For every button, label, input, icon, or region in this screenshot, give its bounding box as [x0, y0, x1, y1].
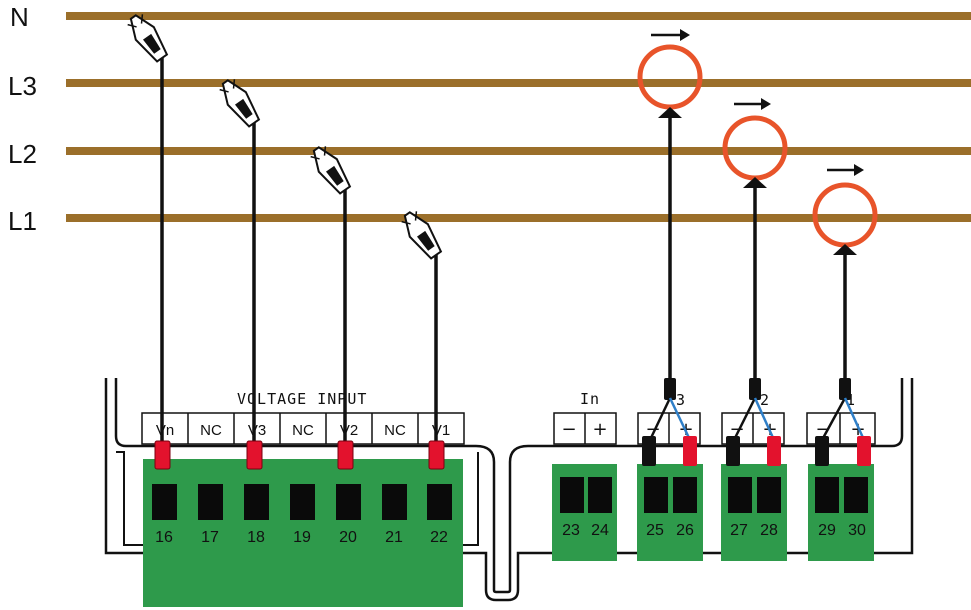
- alligator-clip-icon: [127, 14, 169, 63]
- terminal-number-28: 28: [760, 522, 778, 539]
- terminal-number-19: 19: [293, 529, 311, 546]
- rogowski-probe-3: [637, 29, 703, 466]
- voltage-plugs: [154, 440, 445, 470]
- in-header: In: [580, 390, 600, 408]
- phase-label-l3: L3: [8, 71, 37, 101]
- terminal-socket-19[interactable]: [290, 484, 315, 520]
- terminal-socket-26[interactable]: [673, 477, 697, 513]
- rogowski-coil-icon: [637, 44, 703, 110]
- voltage-cell-v3: V3: [248, 422, 266, 439]
- terminal-socket-22[interactable]: [427, 484, 452, 520]
- plug-v2: [337, 440, 354, 470]
- in-cells: − +: [553, 412, 617, 445]
- clip-n: [127, 14, 169, 63]
- terminal-number-24: 24: [591, 522, 609, 539]
- voltage-cell-nc-3: NC: [384, 422, 406, 439]
- voltage-probe-wires: [160, 58, 438, 445]
- voltage-terminal-sockets: [152, 484, 452, 520]
- terminal-socket-29[interactable]: [815, 477, 839, 513]
- arrow-right-icon: [827, 164, 864, 176]
- voltage-cell-nc-1: NC: [200, 422, 222, 439]
- phase-lines: [66, 12, 971, 222]
- terminal-number-17: 17: [201, 529, 219, 546]
- ch1-cell-minus: −: [815, 419, 830, 440]
- housing-outline: [104, 378, 914, 602]
- plug-ch2-plus: [767, 436, 781, 466]
- plug-ch3-minus: [642, 436, 656, 466]
- current-channel-1: − + 1 29 30: [806, 391, 876, 561]
- terminal-number-20: 20: [339, 529, 357, 546]
- terminal-socket-21[interactable]: [382, 484, 407, 520]
- terminal-socket-23[interactable]: [560, 477, 584, 513]
- plug-v1: [428, 440, 445, 470]
- voltage-input-header: VOLTAGE INPUT: [237, 390, 367, 408]
- terminal-number-27: 27: [730, 522, 748, 539]
- voltage-terminal-numbers: 16 17 18 19 20 21 22: [155, 529, 448, 546]
- phase-label-l2: L2: [8, 139, 37, 169]
- alligator-clip-icon: [219, 79, 261, 128]
- voltage-cell-v2: V2: [340, 422, 358, 439]
- alligator-clip-icon: [401, 211, 443, 260]
- plug-vn: [154, 440, 171, 470]
- terminal-socket-25[interactable]: [644, 477, 668, 513]
- in-cell-plus: +: [592, 419, 607, 440]
- voltage-cell-vn: Vn: [156, 422, 174, 439]
- ch2-label: 2: [760, 391, 770, 409]
- terminal-number-29: 29: [818, 522, 836, 539]
- terminal-number-26: 26: [676, 522, 694, 539]
- phase-line-n: [66, 12, 971, 20]
- phase-label-l1: L1: [8, 206, 37, 236]
- terminal-socket-16[interactable]: [152, 484, 177, 520]
- terminal-number-16: 16: [155, 529, 173, 546]
- plug-v3: [246, 440, 263, 470]
- terminal-number-22: 22: [430, 529, 448, 546]
- in-cell-minus: −: [561, 419, 576, 440]
- terminal-number-23: 23: [562, 522, 580, 539]
- terminal-socket-24[interactable]: [588, 477, 612, 513]
- voltage-cell-nc-2: NC: [292, 422, 314, 439]
- clip-l1: [401, 211, 443, 260]
- ch3-label: 3: [676, 391, 686, 409]
- plug-ch1-plus: [857, 436, 871, 466]
- rogowski-probe-2: [722, 98, 788, 466]
- plug-ch3-plus: [683, 436, 697, 466]
- terminal-number-21: 21: [385, 529, 403, 546]
- plug-ch2-minus: [726, 436, 740, 466]
- terminal-socket-20[interactable]: [336, 484, 361, 520]
- voltage-terminal-board: [143, 459, 463, 607]
- voltage-cells: Vn NC V3 NC V2 NC V1: [141, 412, 465, 445]
- phase-line-l2: [66, 147, 971, 155]
- terminal-socket-17[interactable]: [198, 484, 223, 520]
- terminal-number-25: 25: [646, 522, 664, 539]
- terminal-socket-30[interactable]: [844, 477, 868, 513]
- terminal-number-30: 30: [848, 522, 866, 539]
- plug-ch1-minus: [815, 436, 829, 466]
- alligator-clip-icon: [310, 146, 352, 195]
- current-channel-2: − + 2 27 28: [721, 391, 787, 561]
- terminal-socket-28[interactable]: [757, 477, 781, 513]
- current-channel-3: − + 3 25 26: [637, 391, 703, 561]
- arrow-right-icon: [651, 29, 690, 41]
- terminal-socket-18[interactable]: [244, 484, 269, 520]
- phase-label-n: N: [10, 2, 29, 32]
- phase-line-l3: [66, 79, 971, 87]
- arrow-right-icon: [734, 98, 771, 110]
- phase-line-l1: [66, 214, 971, 222]
- phase-labels: N L3 L2 L1: [8, 2, 37, 236]
- clip-l2: [310, 146, 352, 195]
- clip-l3: [219, 79, 261, 128]
- rogowski-probe-1: [812, 164, 878, 466]
- terminal-number-18: 18: [247, 529, 265, 546]
- ch1-label: 1: [846, 391, 856, 409]
- terminal-socket-27[interactable]: [728, 477, 752, 513]
